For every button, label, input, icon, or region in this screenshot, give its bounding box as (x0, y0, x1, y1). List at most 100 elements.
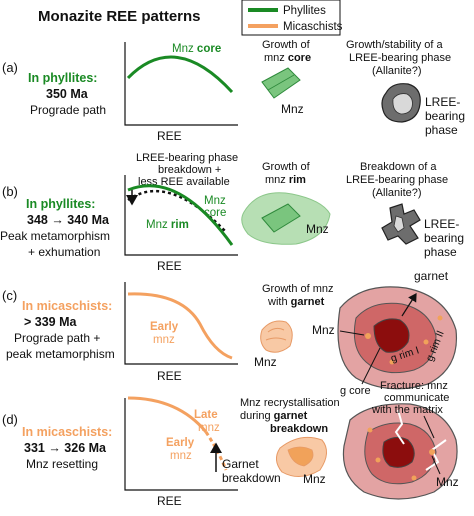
panel-a: (a) In phyllites: 350 Ma Prograde path R… (2, 39, 465, 143)
panel-d-garnet-core (382, 436, 415, 468)
panel-a-core-label: Mnz core (172, 43, 221, 55)
panel-c-axes (124, 282, 238, 365)
panel-d-early-label-2: mnz (170, 450, 192, 462)
panel-c-inclusion-2 (423, 339, 429, 345)
panel-d-axis-label: REE (157, 494, 182, 508)
panel-b-phase-label-2: bearing (424, 231, 464, 245)
panel-c-mnz-label: Mnz (254, 355, 277, 369)
panel-d-inclusion-1 (429, 449, 435, 455)
panel-d-inclusion-2 (375, 457, 381, 463)
panel-b-desc-1: Peak metamorphism (0, 229, 110, 243)
panel-c-mnz-pointer (339, 330, 365, 336)
panel-c-monazite-zoning (265, 327, 287, 341)
panel-c-inclusion-1 (365, 333, 371, 339)
panel-c-core-pointer (361, 347, 381, 385)
panel-d-letter: (d) (2, 412, 18, 427)
panel-b-core-label-1: Mnz (204, 195, 226, 207)
panel-a-monazite-crystal (261, 67, 301, 99)
panel-b-phase-label-1: LREE- (424, 217, 459, 231)
panel-a-host: In phyllites: (28, 71, 97, 85)
panel-c-mnz2-label: Mnz (312, 323, 335, 337)
panel-b-phase-title-3: (Allanite?) (372, 187, 422, 199)
panel-d-fracture-1 (394, 409, 405, 445)
panel-a-phase-title-1: Growth/stability of a (346, 39, 443, 51)
panel-b-axes (124, 175, 238, 256)
panel-d-recryst-1: Mnz recrystallisation (240, 397, 340, 409)
panel-c-letter: (c) (2, 288, 17, 303)
panel-d-fracture-2 (425, 439, 447, 471)
panel-a-phase-label-1: LREE- (425, 95, 460, 109)
panel-b-monazite-core (261, 203, 301, 233)
panel-c-host: In micaschists: (22, 299, 112, 313)
panel-d-axes (124, 398, 238, 491)
panel-d-recryst-3: breakdown (270, 423, 328, 435)
panel-b-rim-label: Mnz rim (146, 219, 189, 231)
panel-c-g-core-label: g core (340, 385, 371, 397)
panel-c-early-label-2: mnz (153, 334, 175, 346)
panel-a-phase-title-3: (Allanite?) (372, 65, 422, 77)
legend-box (241, 0, 341, 36)
panel-d-monazite-recryst (287, 446, 314, 467)
panel-c-garnet-label: garnet (414, 269, 449, 283)
panel-d-desc-1: Mnz resetting (26, 457, 98, 471)
panel-b-axis-label: REE (157, 259, 182, 273)
panel-b-letter: (b) (2, 184, 18, 199)
panel-b-core-label-2: core (204, 207, 226, 219)
panel-a-phase-title-2: LREE-bearing phase (349, 52, 451, 64)
legend-label-phyllites: Phyllites (283, 5, 326, 17)
panel-d: (d) In micaschists: 331 → 326 Ma Mnz res… (2, 380, 459, 508)
panel-c-growth-2: with garnet (267, 296, 325, 308)
panel-d-fracture-1-label: Fracture: mnz (380, 380, 448, 392)
panel-a-core-curve (126, 55, 234, 94)
panel-c-axis-label: REE (157, 369, 182, 383)
panel-b-note-2: breakdown + (158, 164, 221, 176)
panel-d-late-curve (127, 396, 208, 433)
panel-d-breakdown-label-1: Garnet (222, 457, 259, 471)
panel-d-breakdown-label-2: breakdown (222, 471, 281, 485)
panel-a-mnz-label: Mnz (281, 102, 304, 116)
panel-a-desc-1: Prograde path (30, 103, 106, 117)
panel-d-host: In micaschists: (22, 425, 112, 439)
panel-d-mnz-pointer (431, 455, 441, 475)
panel-d-fracture-pointer (423, 415, 435, 439)
legend-label-micaschists: Micaschists (283, 21, 343, 33)
panel-c-garnet-core (373, 318, 410, 353)
panel-c-monazite-grain (260, 320, 293, 353)
panel-d-fracture-3-label: with the matrix (371, 404, 443, 416)
panel-b-growth-1: Growth of (262, 161, 311, 173)
panel-c-early-curve (127, 292, 233, 360)
panel-a-phase-label-3: phase (425, 123, 458, 137)
panel-c-early-label-1: Early (150, 321, 179, 333)
panel-c-growth-1: Growth of mnz (262, 283, 334, 295)
panel-b-host: In phyllites: (26, 197, 95, 211)
panel-c-desc-1: Prograde path + (14, 331, 100, 345)
panel-b-phase-title-1: Breakdown of a (360, 161, 437, 173)
panel-b-rim-curve (127, 184, 234, 246)
panel-c-desc-2: peak metamorphism (6, 347, 115, 361)
panel-a-phase-label-2: bearing (425, 109, 465, 123)
panel-a-letter: (a) (2, 60, 18, 75)
panel-b-phase-label-3: phase (424, 245, 457, 259)
panel-d-fracture-2-label: communicate (384, 392, 449, 404)
panel-d-late-label-1: Late (194, 409, 218, 421)
panel-b-phase-title-2: LREE-bearing phase (346, 174, 448, 186)
panel-c-growth-arrow (401, 292, 417, 317)
panel-a-phase-core (392, 93, 413, 115)
legend: Phyllites Micaschists (241, 0, 343, 36)
panel-a-axes (124, 42, 238, 126)
panel-b-desc-2: + exhumation (28, 245, 100, 259)
panel-d-inclusion-4 (367, 427, 373, 433)
panel-b-growth-2: mnz rim (265, 174, 306, 186)
panel-c-inclusion-3 (389, 359, 395, 365)
panel-d-recryst-2: during garnet (240, 410, 308, 422)
figure-title: Monazite REE patterns (38, 8, 201, 25)
panel-d-mnz-label: Mnz (303, 472, 326, 486)
panel-a-age: 350 Ma (46, 87, 89, 101)
panel-d-late-label-2: mnz (198, 422, 220, 434)
panel-a-growth-1: Growth of (262, 39, 311, 51)
panel-d-inclusion-3 (411, 475, 417, 481)
panel-b-phase-core-broken (393, 215, 405, 233)
panel-b-mnz-label: Mnz (306, 222, 329, 236)
panel-c-inclusion-4 (437, 315, 443, 321)
panel-b-note-1: LREE-bearing phase (136, 152, 238, 164)
